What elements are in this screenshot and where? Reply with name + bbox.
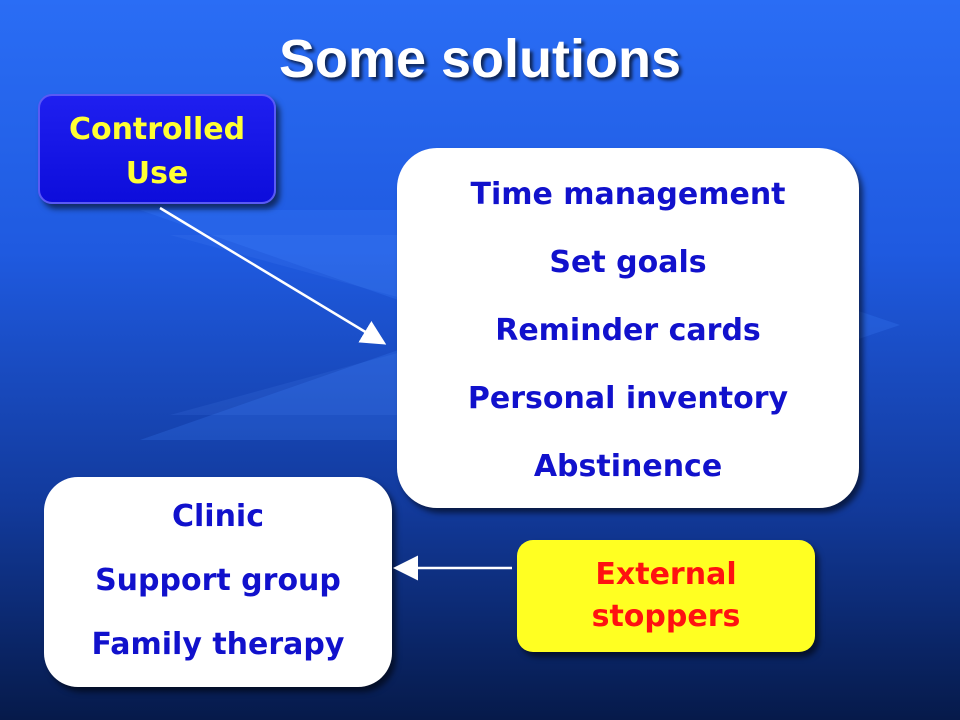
external-stoppers-line-2: stoppers [591,599,741,634]
strategy-item: Abstinence [533,449,723,484]
support-item: Support group [95,563,341,598]
strategy-item: Reminder cards [495,313,761,348]
external-stoppers-box: External stoppers [517,540,815,652]
page-title: Some solutions [278,29,682,89]
support-box: Clinic Support group Family therapy [44,477,392,687]
controlled-use-box: Controlled Use [38,94,276,204]
external-stoppers-line-1: External [595,557,737,592]
strategies-box: Time management Set goals Reminder cards… [397,148,859,508]
controlled-use-line-1: Controlled [68,112,246,147]
support-item: Family therapy [91,627,345,662]
strategy-item: Set goals [549,245,707,280]
controlled-use-line-2: Use [125,156,189,191]
strategy-item: Personal inventory [467,381,789,416]
support-item: Clinic [171,499,264,534]
strategy-item: Time management [470,177,786,212]
